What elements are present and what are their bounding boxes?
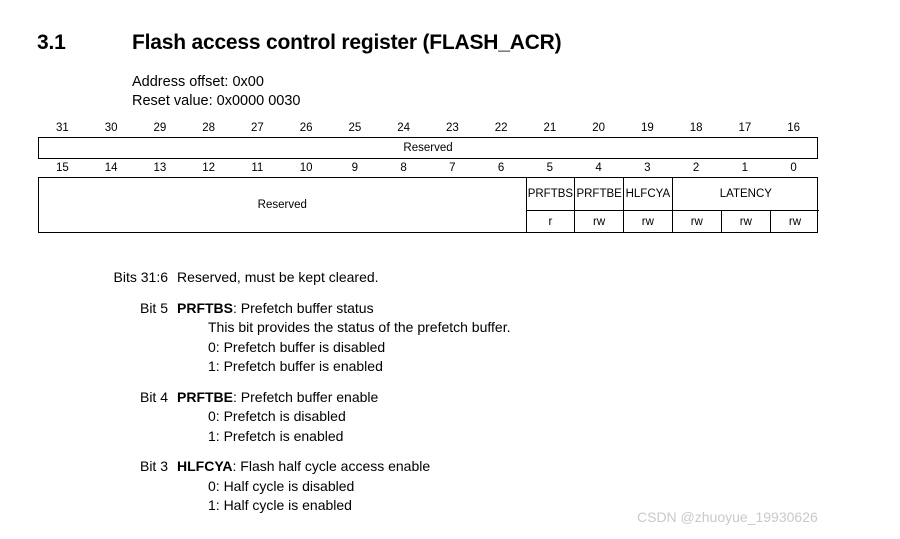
bit-number-31: 31 — [55, 122, 69, 134]
bit-description-title: PRFTBS: Prefetch buffer status — [177, 299, 374, 316]
bit-description-head: Bit 4 PRFTBE: Prefetch buffer enable — [38, 388, 868, 408]
bit-description-title: HLFCYA: Flash half cycle access enable — [177, 458, 431, 474]
bit-description-line: 1: Prefetch is enabled — [208, 427, 344, 444]
bit-number-2: 2 — [692, 162, 700, 174]
field-access: rw — [624, 210, 672, 232]
bit-number-22: 22 — [494, 122, 508, 134]
register-row-high: Reserved — [38, 137, 818, 159]
field-access: r — [526, 210, 575, 232]
bit-number-row-high: 31 30 29 28 27 26 25 24 23 22 21 20 19 18 17 16 — [38, 119, 818, 137]
bit-description-line: 1: Half cycle is enabled — [208, 497, 352, 513]
bit-number-20: 20 — [592, 122, 606, 134]
bit-number-3: 3 — [644, 162, 651, 174]
bit-range-label: Bit 4 — [139, 388, 168, 405]
bit-number-10: 10 — [299, 162, 313, 174]
bit-number-25: 25 — [348, 122, 362, 134]
field-access: rw — [788, 215, 802, 228]
bit-number-0: 0 — [790, 162, 797, 174]
bit-description-line: 0: Half cycle is disabled — [208, 477, 355, 494]
address-offset-line: Address offset: 0x00 — [132, 74, 264, 90]
field-access: rw — [722, 211, 771, 232]
field-name: Reserved — [257, 198, 307, 211]
bit-number-26: 26 — [299, 122, 313, 134]
bit-number-28: 28 — [202, 122, 216, 134]
bit-range-label: Bit 3 — [139, 458, 168, 474]
bit-number-19: 19 — [640, 122, 654, 134]
bit-number-29: 29 — [153, 122, 167, 134]
bit-number-1: 1 — [741, 162, 749, 174]
bit-description-item: Bit 4 PRFTBE: Prefetch buffer enable 0: Pr… — [38, 388, 868, 447]
section-number: 3.1 — [37, 31, 66, 54]
page-title: 3.1 Flash access control register (FLASH… — [37, 31, 867, 55]
field-name: LATENCY — [719, 187, 772, 200]
bit-number-23: 23 — [445, 122, 459, 134]
bit-description-head: Bits 31:6 Reserved, must be kept cleared. — [38, 268, 868, 288]
register-meta: Address offset: 0x00 Reset value: 0x0000… — [132, 73, 301, 111]
bit-description-item: Bit 3 HLFCYA: Flash half cycle access ena… — [38, 457, 868, 516]
field-cell-reserved-high: Reserved — [403, 142, 453, 154]
bit-description-item: Bits 31:6 Reserved, must be kept cleared. — [38, 268, 868, 288]
bit-number-16: 16 — [787, 122, 801, 134]
bit-number-9: 9 — [351, 162, 359, 174]
field-access: rw — [575, 210, 623, 232]
bit-number-12: 12 — [202, 162, 216, 174]
watermark: CSDN @zhuoyue_19930626 — [637, 509, 818, 525]
bit-descriptions: Bits 31:6 Reserved, must be kept cleared.… — [38, 268, 868, 527]
bit-number-21: 21 — [543, 122, 557, 134]
bit-number-30: 30 — [104, 122, 118, 134]
bit-number-5: 5 — [546, 162, 554, 174]
bit-description-head: Bit 5 PRFTBS: Prefetch buffer status — [38, 299, 868, 319]
field-cell-reserved: Reserved — [39, 178, 527, 232]
bit-description-line: This bit provides the status of the pref… — [208, 319, 511, 335]
bit-range-label: Bit 5 — [139, 299, 168, 316]
bit-description-line: 1: Prefetch buffer is enabled — [208, 358, 383, 374]
bit-description-title: PRFTBE: Prefetch buffer enable — [177, 388, 379, 405]
bit-number-27: 27 — [250, 122, 264, 134]
reset-value-line: Reset value: 0x0000 0030 — [132, 93, 301, 109]
bit-number-17: 17 — [738, 122, 752, 134]
bit-number-11: 11 — [251, 162, 264, 174]
bit-range-label: Bits 31:6 — [113, 269, 168, 285]
bit-number-24: 24 — [397, 122, 411, 134]
bit-description-title: Reserved, must be kept cleared. — [177, 269, 379, 285]
bit-description-line: 0: Prefetch is disabled — [208, 408, 346, 424]
bit-number-13: 13 — [153, 162, 167, 174]
bit-number-8: 8 — [400, 162, 407, 174]
bit-description-line: 0: Prefetch buffer is disabled — [208, 338, 386, 355]
bit-number-18: 18 — [689, 122, 703, 134]
bit-number-4: 4 — [595, 162, 602, 174]
section-title: Flash access control register (FLASH_ACR… — [132, 31, 562, 54]
field-access: rw — [673, 211, 722, 232]
bit-description-head: Bit 3 HLFCYA: Flash half cycle access ena… — [38, 457, 868, 477]
bit-number-14: 14 — [104, 162, 118, 174]
bit-number-7: 7 — [449, 162, 456, 174]
bit-number-6: 6 — [497, 162, 505, 174]
bit-number-15: 15 — [55, 162, 69, 174]
